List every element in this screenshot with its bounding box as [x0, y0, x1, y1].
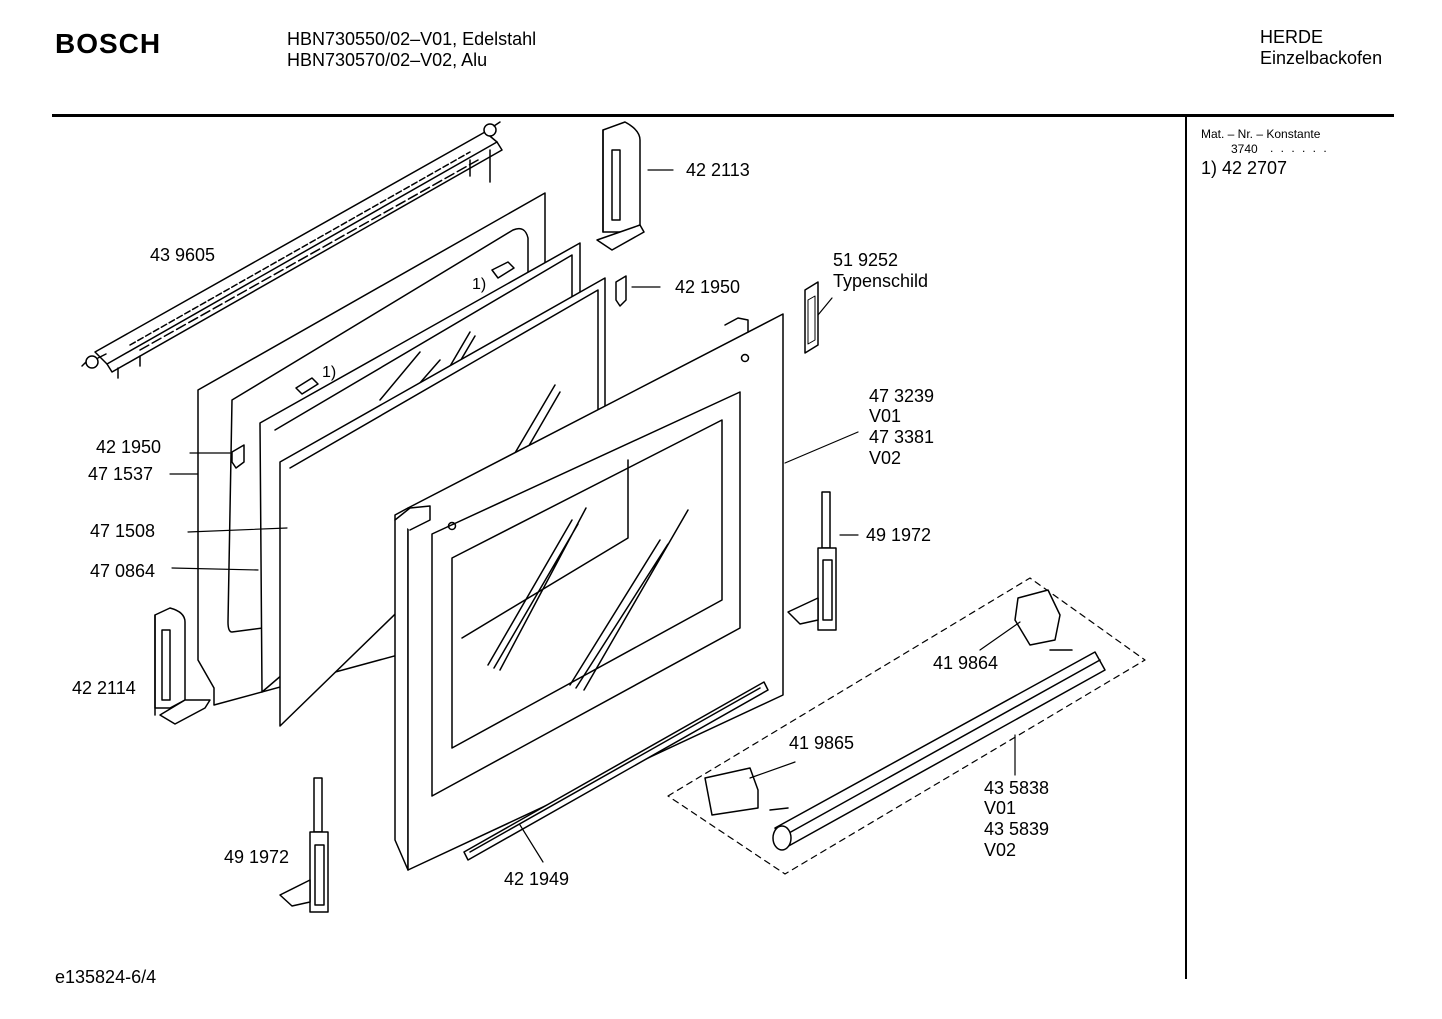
sidebar-code: 3740	[1231, 142, 1258, 156]
label-439605: 43 9605	[150, 245, 216, 265]
label-v02-b: V02	[984, 840, 1017, 860]
sidebar-heading: Mat. – Nr. – Konstante	[1201, 127, 1321, 141]
type-plate	[804, 281, 819, 354]
label-422114: 42 2114	[72, 678, 136, 698]
model-line-2: HBN730570/02–V02, Alu	[287, 50, 488, 70]
label-note-1-a: 1)	[472, 276, 487, 293]
label-419865: 41 9865	[789, 733, 855, 753]
label-519252: 51 9252	[833, 250, 899, 270]
label-421950-left: 42 1950	[96, 437, 162, 457]
hinge-cover-top	[596, 121, 645, 251]
label-421950-top: 42 1950	[675, 277, 741, 297]
label-435839: 43 5839	[984, 819, 1050, 839]
label-422113: 42 2113	[686, 160, 750, 180]
label-491972-right: 49 1972	[866, 525, 932, 545]
document-id: e135824-6/4	[55, 967, 157, 987]
label-419864: 41 9864	[933, 653, 999, 673]
label-435838: 43 5838	[984, 778, 1050, 798]
header-divider	[52, 114, 1394, 117]
brand-logo: BOSCH	[55, 28, 162, 59]
hinge-right	[787, 491, 837, 631]
bottom-strip	[463, 681, 769, 861]
label-421949: 42 1949	[504, 869, 570, 889]
model-line-1: HBN730550/02–V01, Edelstahl	[287, 29, 537, 49]
label-v02-a: V02	[869, 448, 902, 468]
category-line-2: Einzelbackofen	[1260, 48, 1383, 68]
category-line-1: HERDE	[1260, 27, 1324, 47]
sidebar-dots: . . . . . .	[1270, 141, 1329, 155]
glass-clip	[231, 261, 627, 469]
leader-lines	[169, 169, 1021, 863]
sidebar-note: 1) 42 2707	[1201, 158, 1288, 178]
label-491972-left: 49 1972	[224, 847, 290, 867]
handle-assembly	[667, 577, 1146, 875]
label-typenschild: Typenschild	[833, 271, 929, 291]
top-trim-strip	[81, 121, 503, 379]
label-473239: 47 3239	[869, 386, 935, 406]
sidebar-divider	[1185, 117, 1187, 979]
hinge-left	[279, 777, 329, 913]
label-471537: 47 1537	[88, 464, 154, 484]
label-v01-b: V01	[984, 798, 1017, 818]
label-v01-a: V01	[869, 406, 902, 426]
label-473381: 47 3381	[869, 427, 935, 447]
label-471508: 47 1508	[90, 521, 156, 541]
label-note-1-b: 1)	[322, 364, 337, 381]
hinge-cover-bottom	[154, 607, 211, 725]
label-470864: 47 0864	[90, 561, 156, 581]
